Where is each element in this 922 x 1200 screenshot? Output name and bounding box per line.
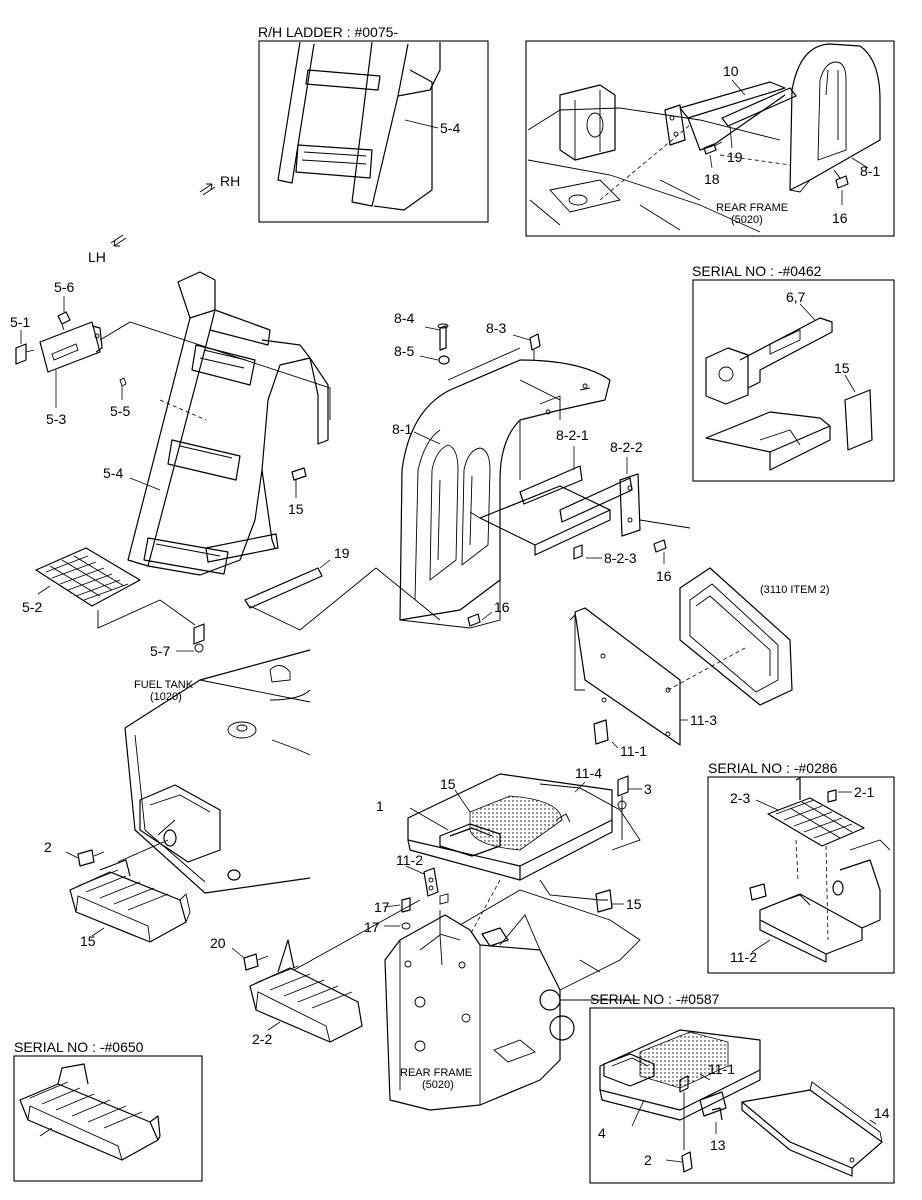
step-mat-5-2 <box>35 547 141 607</box>
callout-15-plate: 11-1 <box>620 743 647 759</box>
callout-11-1-0587: 4 <box>598 1125 606 1141</box>
serial-0587-box: SERIAL NO : -#0587 11-1 4 13 14 2 <box>589 991 895 1184</box>
callout-2-1: 11-2 <box>730 949 757 965</box>
cover-plate-5-3 <box>39 321 101 373</box>
fender-assembly <box>399 323 691 629</box>
callout-8-5: 8-5 <box>394 343 414 359</box>
callout-8-2-2-0462: 15 <box>834 360 850 376</box>
callout-5-7: 5-7 <box>150 643 170 659</box>
serial-0587-title: SERIAL NO : -#0587 <box>590 991 720 1007</box>
callout-8-2-1: 8-2-1 <box>556 427 589 443</box>
fuel-tank-label-2: (1020) <box>150 691 182 703</box>
callout-8-2-2: 8-2-2 <box>610 439 643 455</box>
rear-frame-detail-box: 10 19 18 8-1 16 REAR FRAME (5020) <box>525 40 895 237</box>
callout-19-top: 19 <box>727 149 743 165</box>
tool-box-assembly <box>384 773 641 1111</box>
callout-5-5: 5-5 <box>110 403 130 419</box>
serial-0462-box: SERIAL NO : -#0462 6,7 15 <box>692 263 895 482</box>
callout-20: 2-2 <box>252 1031 272 1047</box>
callout-16-b: 16 <box>494 599 510 615</box>
callout-13: 14 <box>874 1105 890 1121</box>
callout-6-7: 11-3 <box>690 712 717 728</box>
callout-8-1: 8-1 <box>392 421 412 437</box>
callout-18: 18 <box>704 171 720 187</box>
direction-lh: LH <box>88 234 127 265</box>
serial-0286-box: SERIAL NO : -#0286 2-3 2-1 11-2 <box>707 760 895 974</box>
rear-frame-top-drawing <box>527 43 881 233</box>
callout-14: 2 <box>644 1152 652 1168</box>
callout-10-0462: 6,7 <box>786 289 806 305</box>
rear-frame-bottom-label-2: (5020) <box>422 1079 454 1091</box>
callout-15-ladder: 15 <box>288 501 304 517</box>
step-2 <box>69 839 191 943</box>
serial-0286-drawing <box>749 777 891 963</box>
callout-5-4-top: 5-4 <box>440 120 460 136</box>
callout-15-step: 2 <box>44 839 52 855</box>
rh-ladder-title: R/H LADDER : #0075- <box>258 24 398 40</box>
callout-5-1: 5-1 <box>10 314 30 330</box>
serial-0462-drawing <box>705 317 873 471</box>
callout-11-2-0587: 11-1 <box>708 1061 735 1077</box>
frame-and-plate <box>569 567 793 746</box>
serial-0650-drawing <box>19 1063 161 1161</box>
rear-frame-top-label-1: REAR FRAME <box>716 202 788 214</box>
rear-frame-top-label-2: (5020) <box>731 214 763 226</box>
callout-2-2: 2-3 <box>730 790 750 806</box>
serial-0462-title: SERIAL NO : -#0462 <box>692 263 822 279</box>
callout-10-top: 10 <box>723 63 739 79</box>
serial-0286-title: SERIAL NO : -#0286 <box>708 760 838 776</box>
callout-1: 17 <box>374 899 390 915</box>
callout-11-1: 11-4 <box>575 765 602 781</box>
callout-11-3: 15 <box>440 776 456 792</box>
callout-8-4: 8-4 <box>394 310 414 326</box>
callout-16-a: 16 <box>656 568 672 584</box>
callout-8-3: 8-3 <box>486 320 506 336</box>
callout-2-3: 2-1 <box>854 784 874 800</box>
direction-lh-label: LH <box>88 249 106 265</box>
fuel-tank-label-1: FUEL TANK <box>134 679 194 691</box>
callout-19: 19 <box>334 545 350 561</box>
callout-5-6: 5-6 <box>54 279 74 295</box>
plate-19 <box>244 567 323 609</box>
callout-11-2: 15 <box>626 896 642 912</box>
rh-ladder-box: R/H LADDER : #0075- 5-4 <box>258 24 489 223</box>
callout-2: 15 <box>80 933 96 949</box>
serial-0650-title: SERIAL NO : -#0650 <box>14 1039 144 1055</box>
callout-11-4: 1 <box>376 798 384 814</box>
ladder-assembly <box>15 271 441 653</box>
serial-0650-box: SERIAL NO : -#0650 <box>13 1039 203 1182</box>
direction-rh: RH <box>199 173 240 196</box>
callout-5-3: 5-3 <box>46 411 66 427</box>
callout-5-2: 5-2 <box>22 599 42 615</box>
fuel-tank <box>124 649 311 894</box>
callout-15-box: 3 <box>644 781 652 797</box>
callout-8-1-top: 8-1 <box>860 163 880 179</box>
direction-rh-label: RH <box>220 173 240 189</box>
callout-5-4: 5-4 <box>103 465 123 481</box>
step-20 <box>243 899 421 1043</box>
callout-15-step20: 20 <box>210 935 226 951</box>
callout-8-2-3: 8-2-3 <box>604 550 637 566</box>
callout-4: 13 <box>710 1137 726 1153</box>
rear-frame-bottom-label-1: REAR FRAME <box>400 1067 472 1079</box>
serial-0587-drawing <box>599 1029 883 1177</box>
item-3110-label: (3110 ITEM 2) <box>760 584 830 596</box>
callout-16-top: 16 <box>832 210 848 226</box>
rh-ladder-drawing <box>277 41 441 211</box>
callout-3: 11-2 <box>396 852 423 868</box>
